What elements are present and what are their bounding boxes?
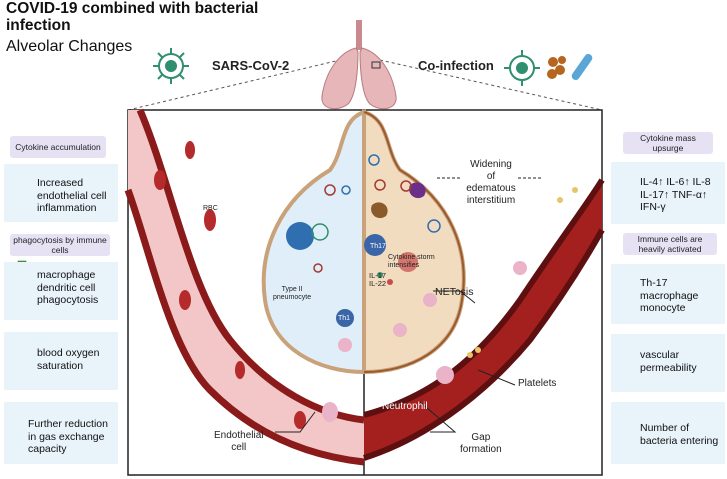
projection-line-right [379,59,603,111]
gap-pointer [419,401,457,433]
left-box-3 [4,332,118,390]
virus-icon-small [311,154,441,273]
co-infection-label: Co-infection [418,58,494,73]
endothelial-pointer [275,411,316,433]
left-box-2 [4,262,118,320]
alveolus [261,109,466,375]
left-box-1 [4,164,118,222]
lungs-icon [321,20,397,110]
right-box-2 [611,264,725,324]
virus-icon-coinfection [504,50,540,86]
bacteria-rod-icon [571,53,593,81]
blood-vessel-right [363,178,605,461]
blood-vessel-left [124,108,365,466]
platelets-pointer [477,369,516,386]
figure-subtitle: Alveolar Changes [6,38,133,55]
rbc-label: RBC [203,205,218,212]
bacteria-cluster-icon [547,56,566,79]
right-box-3 [611,334,725,392]
cytokine-accumulation-pill: Cytokine accumulation [10,136,106,158]
projection-line-left [127,59,341,111]
platelets-label: Platelets [518,378,557,389]
right-box-1 [611,162,725,224]
right-box-4 [611,402,725,464]
th1-tag: Th1 [338,315,351,322]
th17-tag: Th17 [370,243,386,250]
netosis-label: NETosis [435,286,474,298]
neutrophil-label: Neutrophil [382,401,428,412]
sars-cov-2-label: SARS-CoV-2 [212,58,290,73]
netosis-pointer [433,290,476,304]
virus-icon [153,48,189,84]
left-box-4 [4,402,118,464]
figure-title: COVID-19 combined with bacterial infecti… [6,0,259,34]
phagocytosis-pill: phagocytosis by immune cells [10,234,110,256]
cytokine-upsurge-pill: Cytokine mass upsurge [623,132,713,154]
immune-activated-pill: Immune cells are heavily activated [623,233,717,255]
